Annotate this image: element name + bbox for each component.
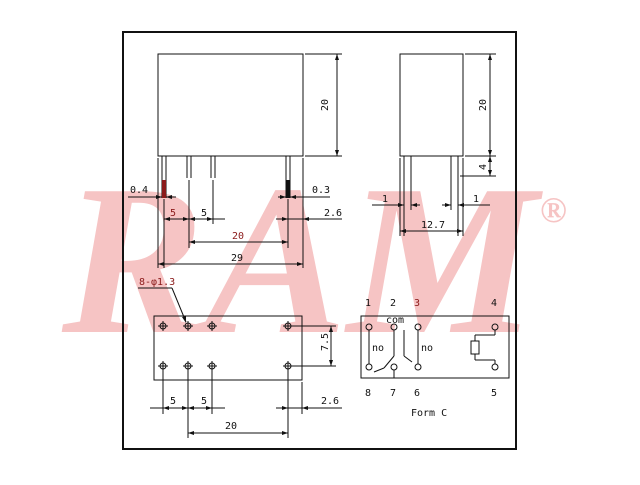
- no-right-label: no: [421, 343, 433, 354]
- com-label: com: [386, 315, 404, 326]
- side-pin-length-label: 4: [478, 164, 489, 170]
- bottom-spacing-a-label: 5: [170, 396, 176, 407]
- row-spacing-label: 7.5: [320, 333, 331, 351]
- front-height-label: 20: [320, 99, 331, 111]
- pin-width-left-label: 0.4: [130, 185, 148, 196]
- drawing-frame: [122, 31, 517, 450]
- form-caption: Form C: [411, 408, 447, 419]
- pin-label-8: 8: [365, 388, 371, 399]
- side-view: [372, 53, 496, 236]
- side-pin-left-label: 1: [382, 194, 388, 205]
- registered-mark: ®: [540, 190, 567, 230]
- pin-label-7: 7: [390, 388, 396, 399]
- side-pin-right-label: 1: [473, 194, 479, 205]
- side-body: [399, 53, 464, 157]
- pin-width-right-label: 0.3: [312, 185, 330, 196]
- pin-highlight-left: [162, 180, 166, 198]
- pin-label-5: 5: [491, 388, 497, 399]
- schematic-box: [360, 315, 510, 379]
- front-span-label: 20: [232, 231, 244, 242]
- front-view: [128, 53, 342, 268]
- bottom-span-label: 20: [225, 421, 237, 432]
- no-left-label: no: [372, 343, 384, 354]
- pin-label-1: 1: [365, 298, 371, 309]
- side-width-label: 12.7: [421, 220, 445, 231]
- front-body: [157, 53, 304, 157]
- bottom-view: [138, 287, 342, 438]
- schematic-pin-labels-bottom: 8 7 6 5: [365, 388, 497, 399]
- bottom-body: [153, 315, 303, 381]
- front-edge-label: 2.6: [324, 208, 342, 219]
- front-length-label: 29: [231, 253, 243, 264]
- side-height-label: 20: [478, 99, 489, 111]
- pin-label-6: 6: [414, 388, 420, 399]
- pin-label-3: 3: [414, 298, 420, 309]
- hole-count-label: 8-φ1.3: [139, 277, 175, 288]
- front-spacing-b-label: 5: [201, 208, 207, 219]
- bottom-edge-label: 2.6: [321, 396, 339, 407]
- bottom-spacing-b-label: 5: [201, 396, 207, 407]
- pin-label-2: 2: [390, 298, 396, 309]
- schematic-pin-labels-top: 1 2 3 4: [365, 298, 497, 309]
- schematic: [360, 315, 510, 379]
- pin-label-4: 4: [491, 298, 497, 309]
- front-spacing-a-label: 5: [170, 208, 176, 219]
- pin-highlight-right: [286, 180, 290, 198]
